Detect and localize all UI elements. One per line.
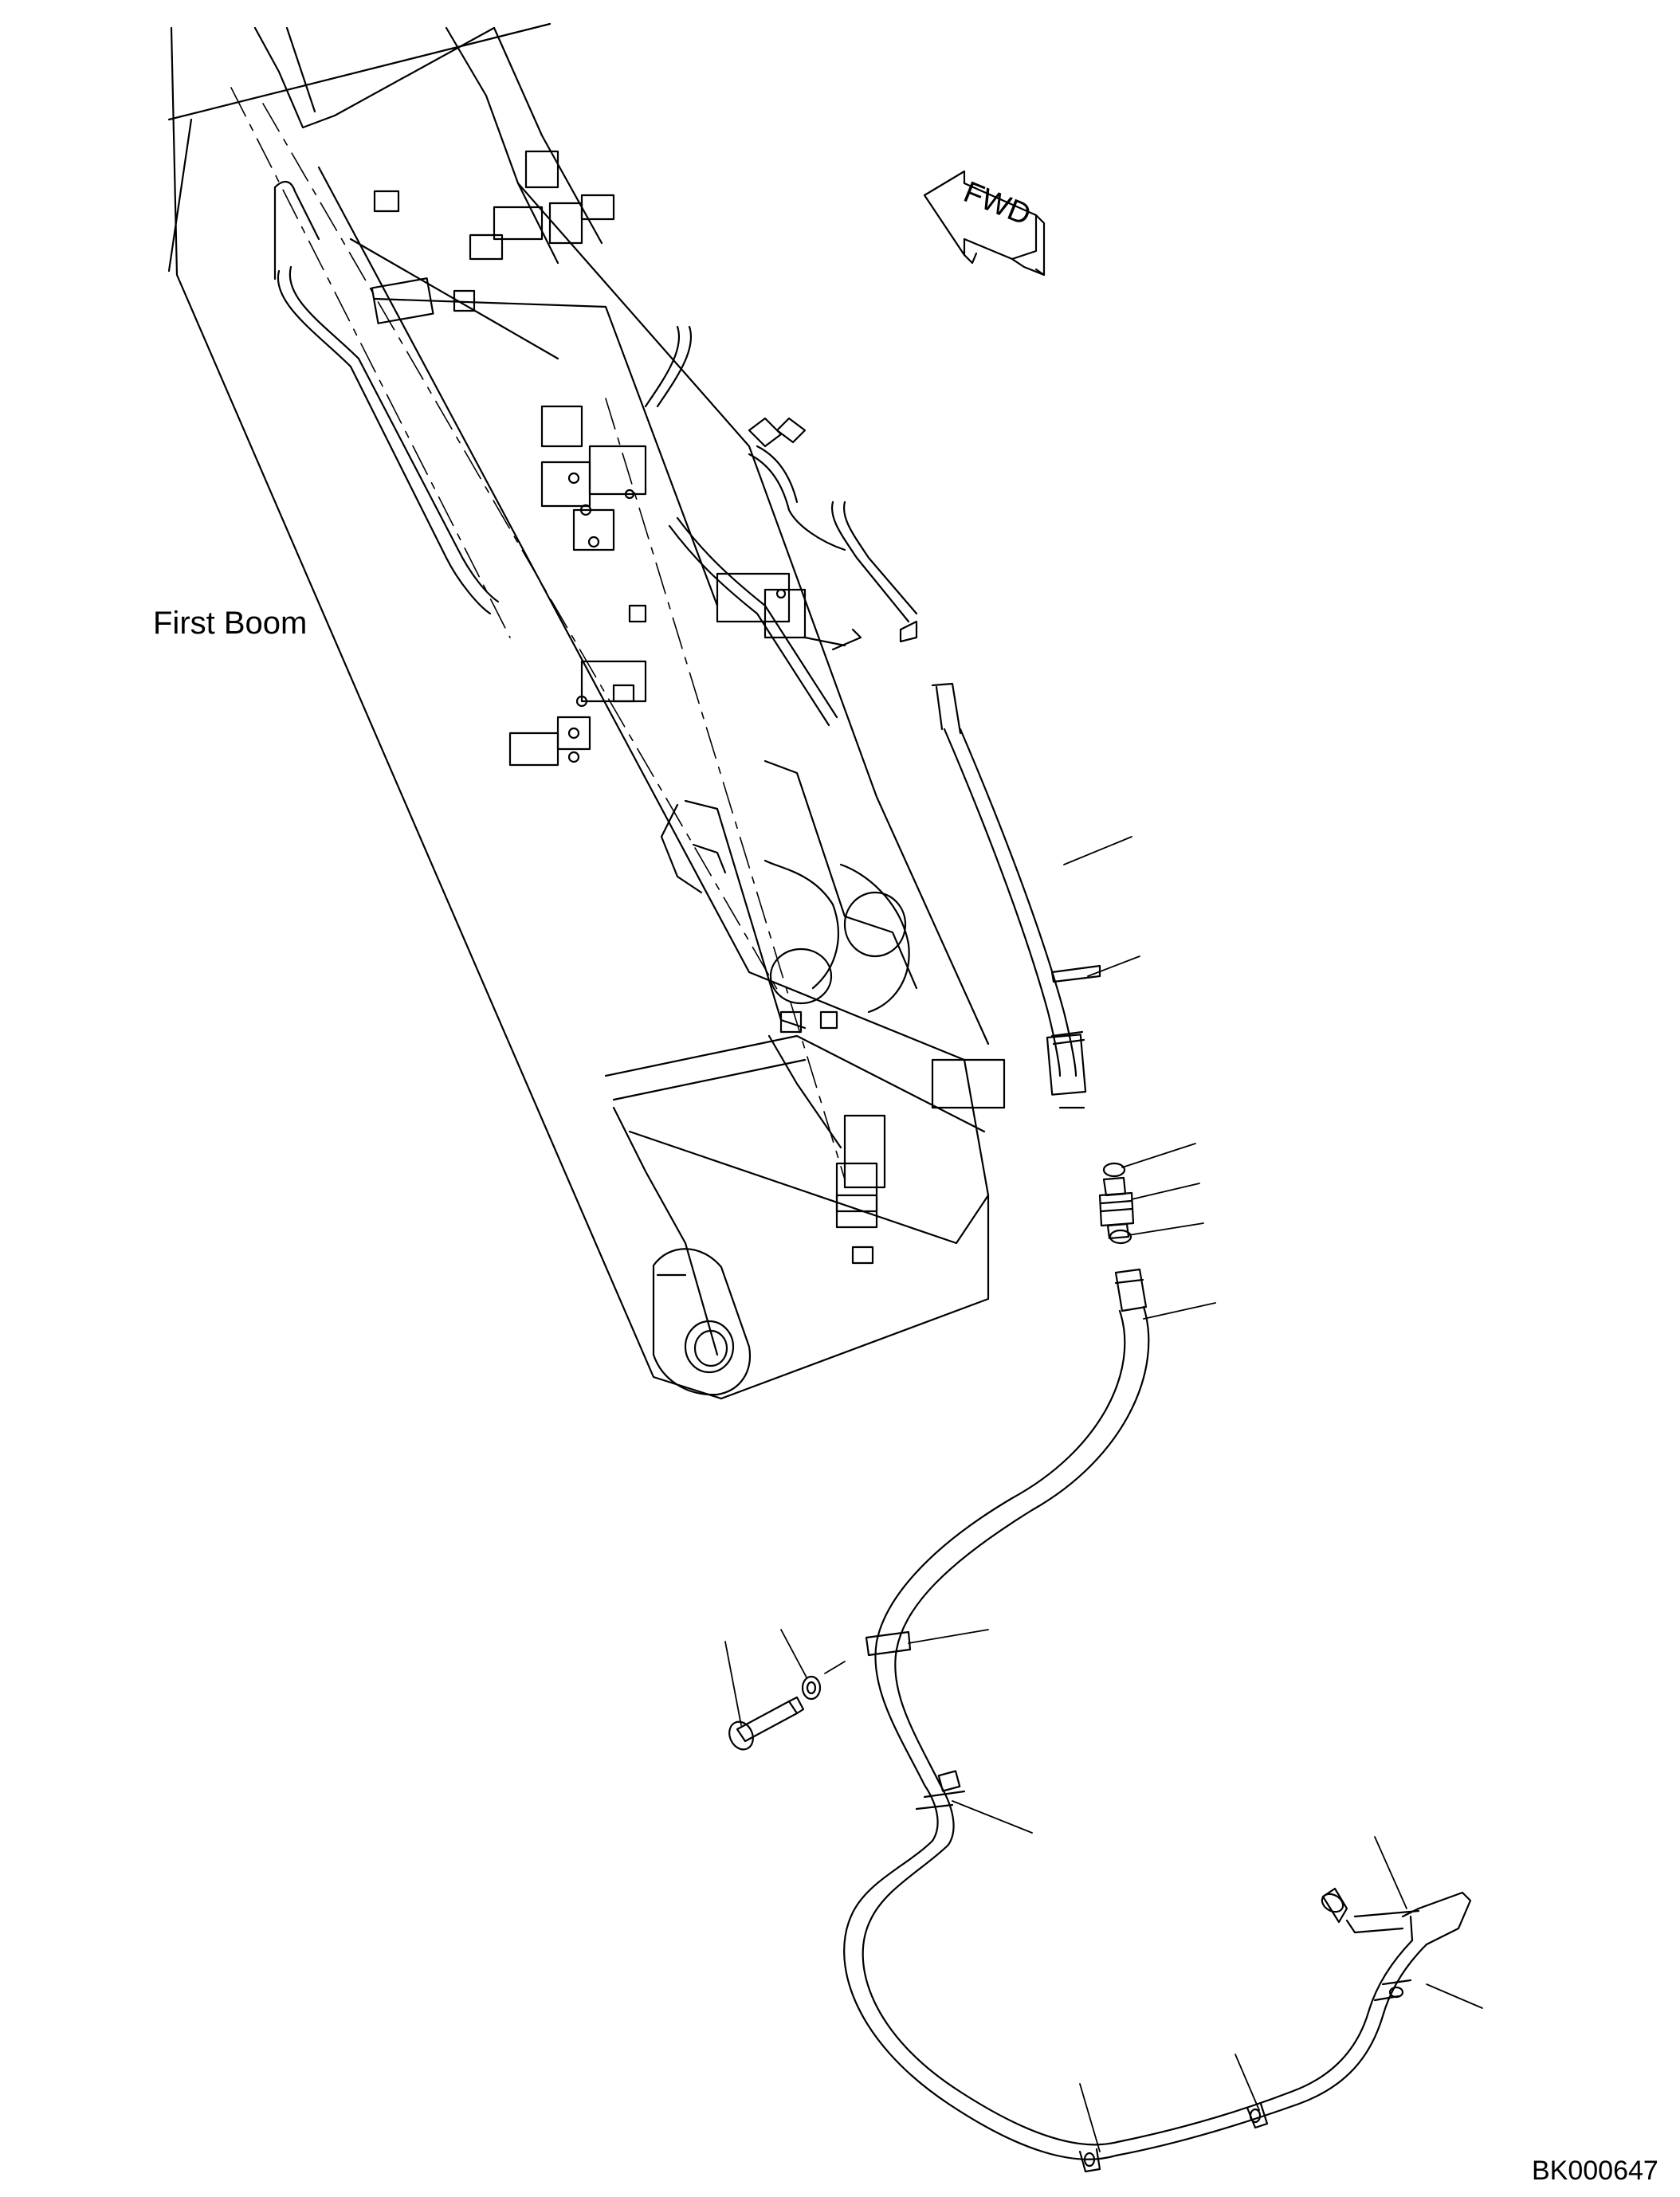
boom-piping <box>273 181 918 727</box>
boom-pivot-arms <box>660 759 918 1030</box>
assembly-label: First Boom <box>153 606 308 641</box>
boom-foot-pin <box>652 1248 752 1396</box>
mounting-brackets <box>371 150 1006 1265</box>
drawing-number: BK000647 <box>1532 2156 1658 2186</box>
adapter-fitting <box>1098 1176 1135 1240</box>
boom-structure <box>167 22 990 1400</box>
fwd-text: FWD <box>959 175 1035 232</box>
bolt <box>728 1696 805 1751</box>
leader-lines <box>724 836 1483 2152</box>
o-ring-lower <box>1109 1229 1132 1245</box>
lower-hose <box>843 1268 1472 2173</box>
washer-hole <box>806 1681 817 1695</box>
o-ring-upper <box>1102 1162 1126 1178</box>
fwd-direction-arrow <box>923 170 1046 277</box>
upper-hose <box>931 682 1101 1109</box>
washer <box>801 1675 822 1701</box>
